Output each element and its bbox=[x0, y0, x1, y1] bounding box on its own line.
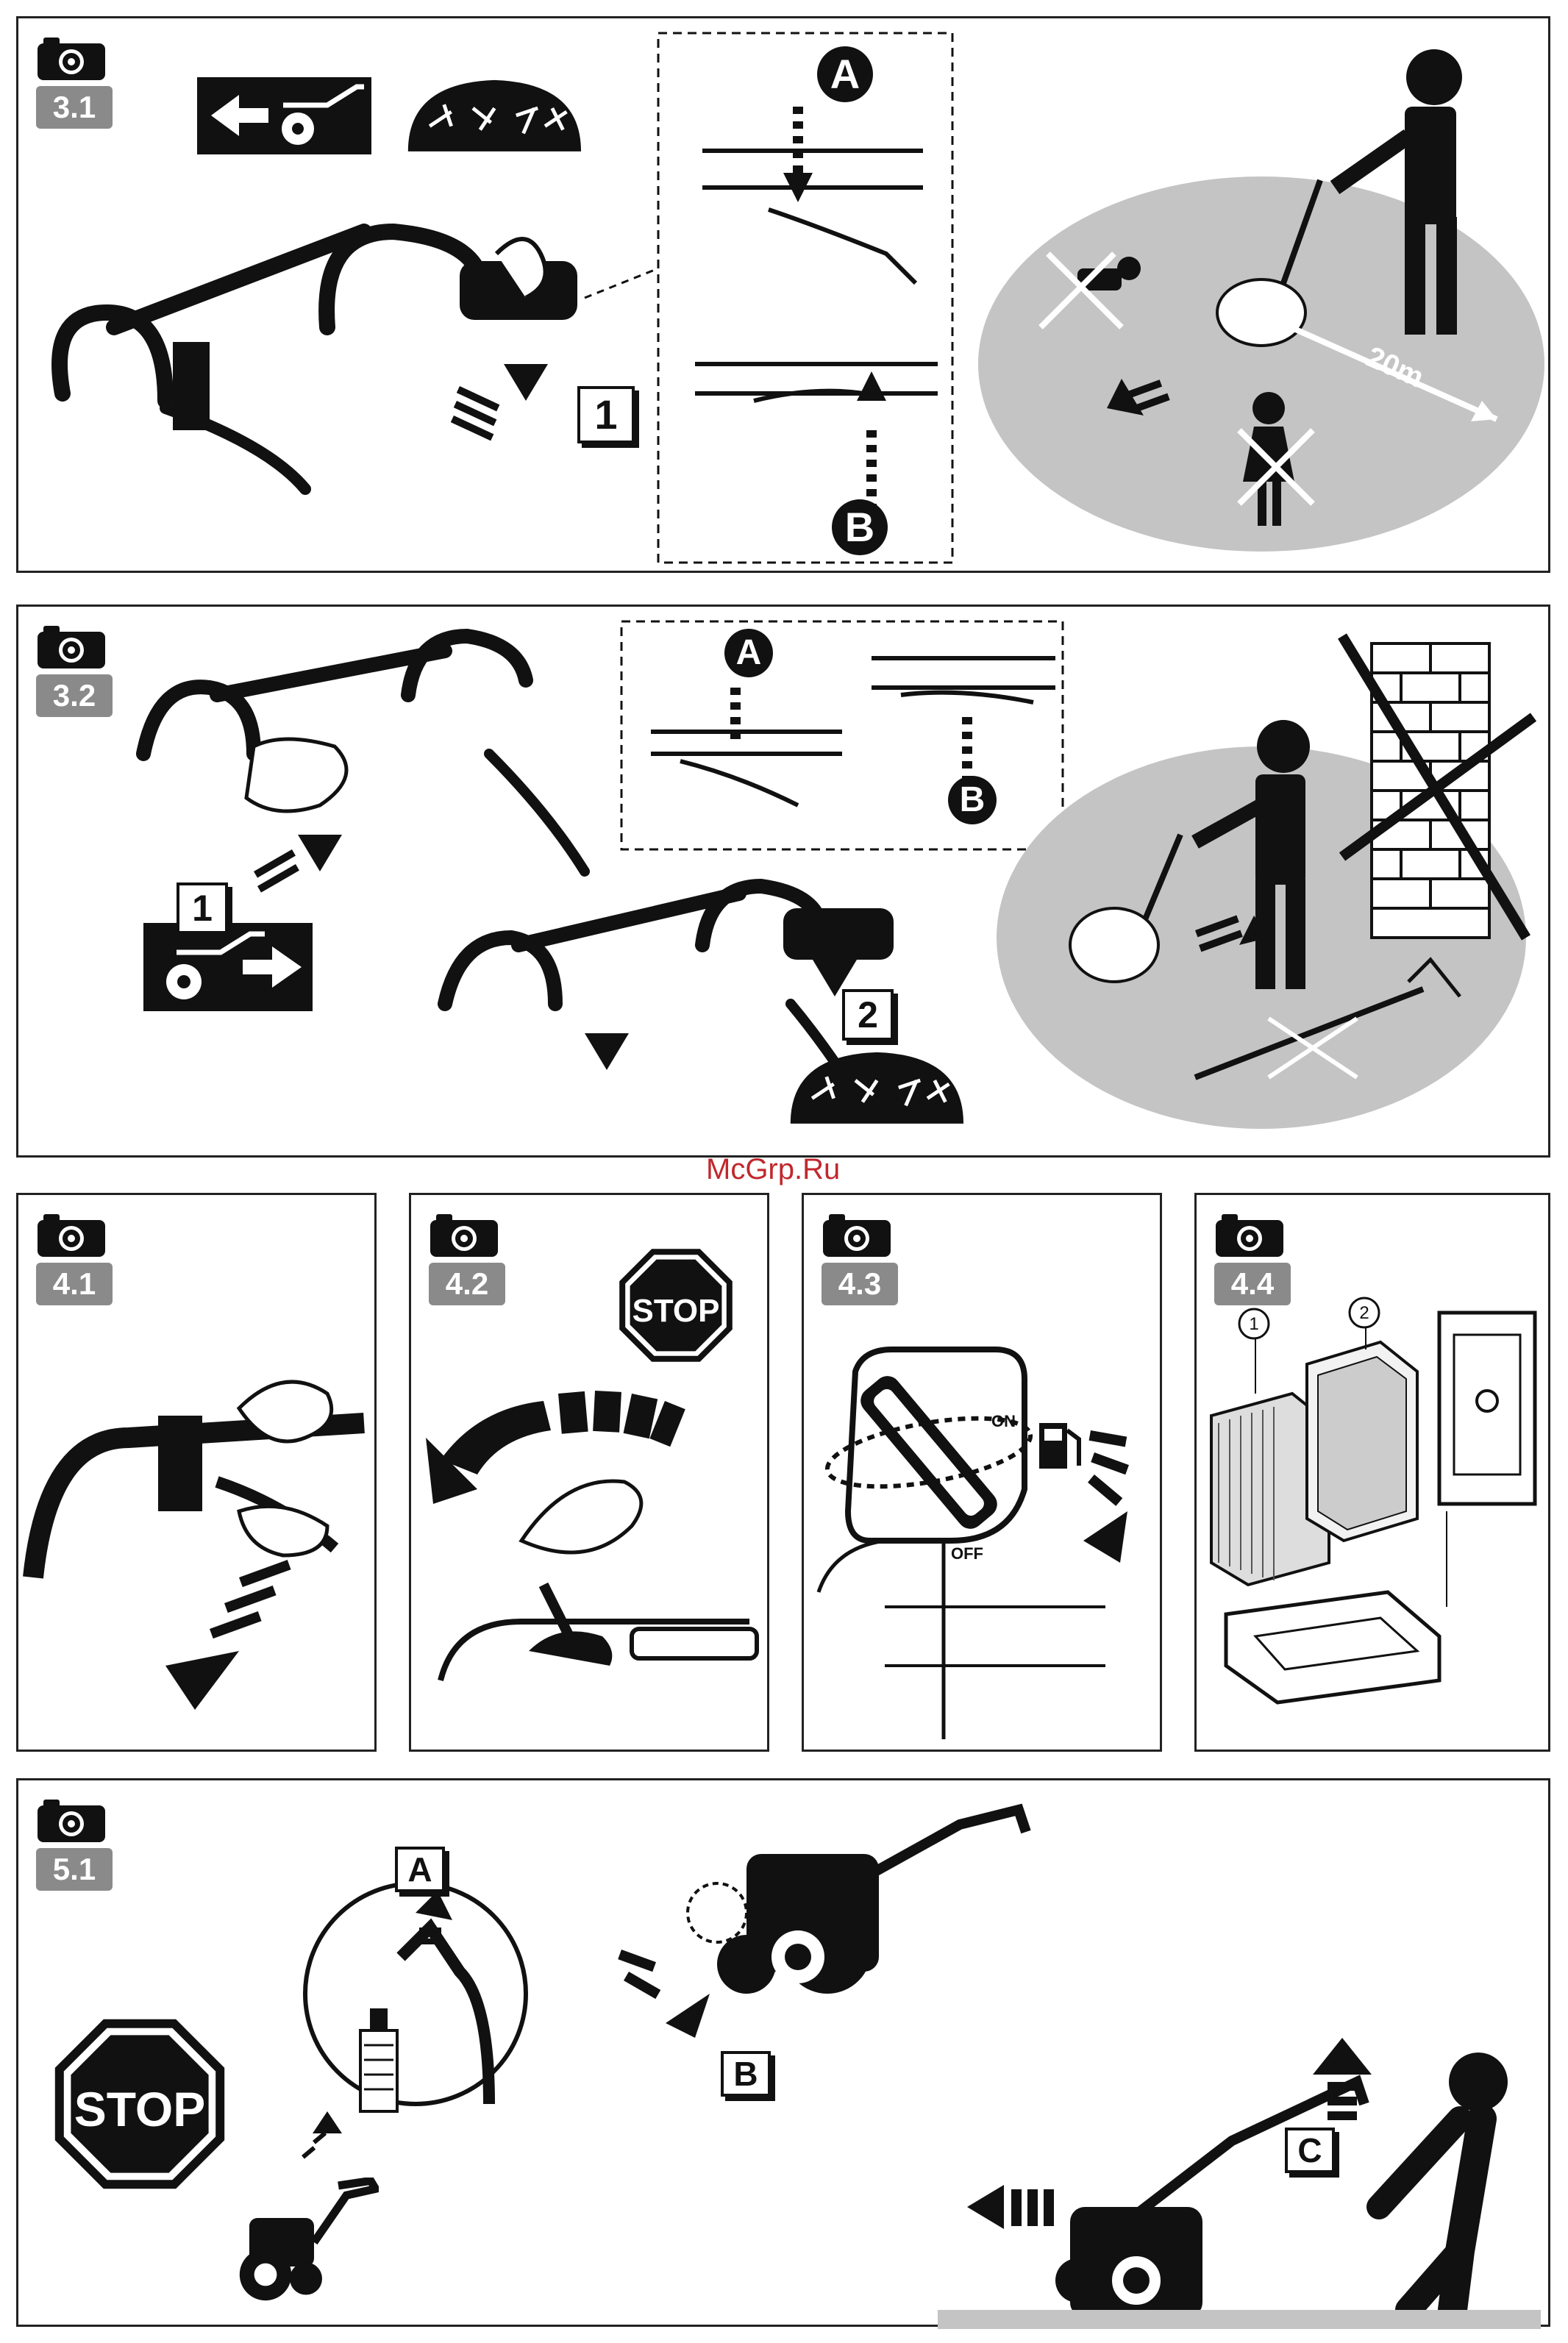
label-a: A bbox=[724, 629, 773, 677]
stop-text: STOP bbox=[74, 2082, 206, 2136]
label-b: B bbox=[948, 776, 997, 824]
panel-3-1: 3.1 bbox=[16, 16, 1550, 573]
illustration-4-4: 1 2 bbox=[1197, 1195, 1553, 1754]
illustration-4-1 bbox=[18, 1195, 379, 1754]
lever-detail-b bbox=[695, 364, 938, 518]
panel-4-2: 4.2 STOP bbox=[409, 1193, 769, 1752]
handlebar-top bbox=[143, 636, 585, 871]
throttle-arrow bbox=[426, 1391, 685, 1504]
tiller-tilted bbox=[688, 1810, 1026, 1994]
step-label-2: 2 bbox=[842, 989, 894, 1041]
filter-element-2 bbox=[1307, 1342, 1417, 1541]
label-b: B bbox=[721, 2051, 771, 2097]
forward-arrow-icon bbox=[143, 923, 313, 1011]
lift-arrow bbox=[451, 364, 548, 441]
label-c: C bbox=[1285, 2128, 1335, 2173]
fuel-pump-icon bbox=[1039, 1423, 1079, 1469]
stop-text: STOP bbox=[632, 1293, 719, 1329]
off-label: OFF bbox=[951, 1544, 983, 1563]
ground-strip bbox=[938, 2310, 1541, 2329]
filter-housing bbox=[1439, 1313, 1535, 1504]
label-b: B bbox=[832, 499, 888, 555]
pull-arrow bbox=[967, 2185, 1054, 2229]
illustration-3-1: 20m bbox=[18, 18, 1553, 575]
down-arrow bbox=[165, 1560, 291, 1710]
operator-figure bbox=[1379, 2053, 1508, 2310]
illustration-4-3: ON OFF bbox=[804, 1195, 1164, 1754]
part-label-1: 1 bbox=[1249, 1314, 1258, 1334]
illustration-3-2 bbox=[18, 607, 1553, 1160]
panel-3-2: 3.2 bbox=[16, 605, 1550, 1158]
step-label-1: 1 bbox=[577, 386, 635, 443]
panel-4-4: 4.4 1 2 bbox=[1194, 1193, 1550, 1752]
tines-icon bbox=[408, 80, 581, 151]
filter-cover bbox=[1226, 1592, 1439, 1702]
on-label: ON bbox=[991, 1412, 1016, 1430]
tilt-arrow bbox=[618, 1950, 710, 2038]
panel-4-1: 4.1 bbox=[16, 1193, 377, 1752]
handlebar bbox=[60, 232, 482, 489]
illustration-5-1: STOP bbox=[18, 1780, 1553, 2329]
illustration-4-2: STOP bbox=[411, 1195, 771, 1754]
small-tiller bbox=[240, 2180, 376, 2300]
reverse-arrow-icon bbox=[197, 77, 371, 154]
panel-5-1: 5.1 STOP bbox=[16, 1778, 1550, 2327]
label-a: A bbox=[395, 1847, 445, 1892]
lever-details bbox=[651, 658, 1055, 805]
panel-4-3: 4.3 ON OFF bbox=[802, 1193, 1162, 1752]
label-a: A bbox=[817, 46, 873, 102]
lift-arrows bbox=[254, 835, 857, 1070]
lift-arrow-up bbox=[1313, 2038, 1372, 2120]
tiller-pulled bbox=[1055, 2082, 1364, 2317]
rotate-arrow bbox=[1083, 1430, 1129, 1563]
part-label-2: 2 bbox=[1359, 1303, 1369, 1323]
step-label-1: 1 bbox=[177, 882, 228, 934]
lever-detail-a bbox=[702, 107, 923, 283]
tines-icon bbox=[791, 1052, 963, 1124]
